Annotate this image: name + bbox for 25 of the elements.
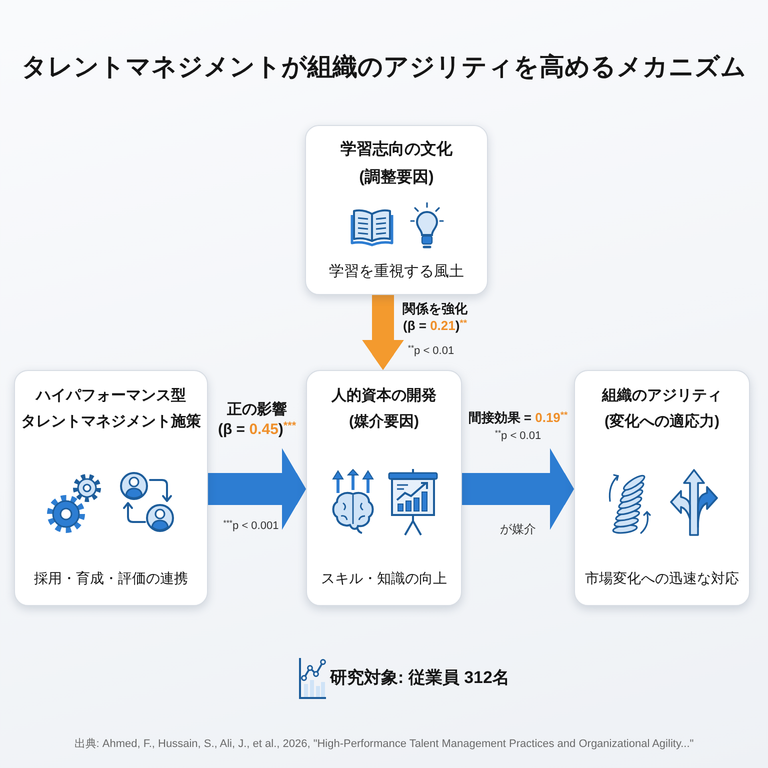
p-value-note: $^{**}$p < 0.01 bbox=[494, 429, 542, 444]
node-text: 採用・育成・評価の連携 bbox=[34, 569, 188, 588]
arrow bbox=[462, 448, 574, 530]
citation-text: 出典: Ahmed, F., Hussain, S., Ali, J., et al., 2026, "High-Performance Talent Management Practices and Organizational Agility..." bbox=[73, 737, 695, 752]
concept-box bbox=[306, 370, 462, 606]
arrow bbox=[362, 295, 404, 370]
concept-box bbox=[305, 125, 488, 295]
node-text: スキル・知識の向上 bbox=[321, 569, 447, 588]
concept-box bbox=[574, 370, 750, 606]
node-heading: 人的資本の開発(媒介要因) bbox=[332, 386, 436, 432]
edge-label: 正の影響(β = 0.45)$^{***}$ bbox=[216, 400, 298, 439]
node-text: 学習を重視する風土 bbox=[329, 262, 464, 282]
edge-label: 間接効果 = 0.19$^{**}$ bbox=[467, 410, 569, 427]
node-text: 市場変化への迅速な対応 bbox=[585, 569, 739, 588]
sample-size-text: 研究対象: 従業員 312名 bbox=[330, 667, 510, 689]
concept-box bbox=[14, 370, 208, 606]
title: タレントマネジメントが組織のアジリティを高めるメカニズム bbox=[20, 52, 748, 83]
p-value-note: $^{**}$p < 0.01 bbox=[406, 344, 456, 358]
node-heading: 学習志向の文化(調整要因) bbox=[340, 139, 452, 188]
arrow bbox=[208, 448, 306, 530]
node-heading: ハイパフォーマンス型タレントマネジメント施策 bbox=[21, 386, 201, 432]
edge-label: 関係を強化(β = 0.21)$^{**}$ bbox=[402, 301, 468, 335]
node-heading: 組織のアジリティ(変化への適応力) bbox=[602, 386, 722, 432]
p-value-note: $^{***}$p < 0.001 bbox=[222, 519, 280, 534]
annotation-text: が媒介 bbox=[499, 522, 537, 538]
